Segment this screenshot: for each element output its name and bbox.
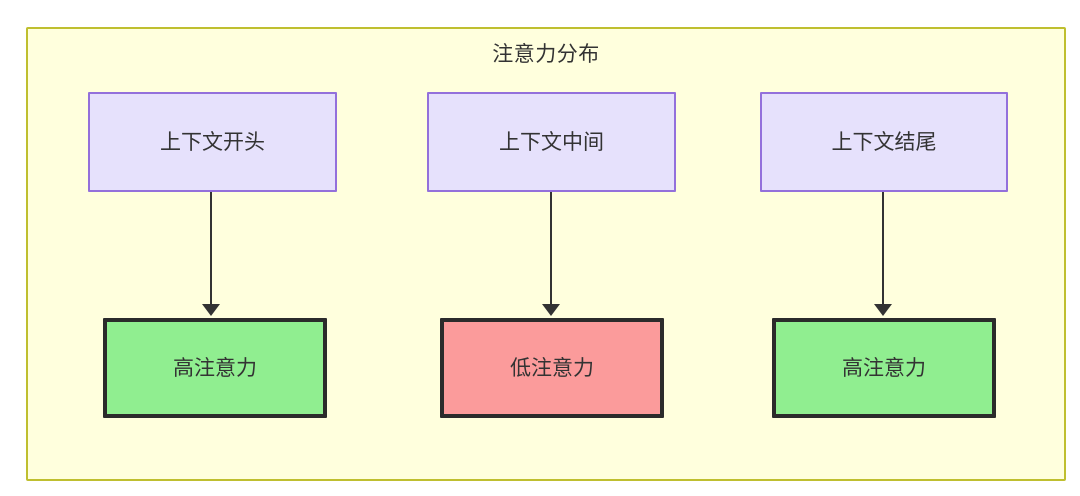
arrow-head-icon xyxy=(874,304,892,316)
node-context-end-label: 上下文结尾 xyxy=(831,129,937,154)
node-low-attention-middle-label: 低注意力 xyxy=(510,355,594,380)
edge-line xyxy=(882,192,884,306)
node-context-end[interactable]: 上下文结尾 xyxy=(760,92,1008,192)
node-low-attention-middle[interactable]: 低注意力 xyxy=(440,318,664,418)
diagram-title: 注意力分布 xyxy=(492,42,600,66)
edge-line xyxy=(210,192,212,306)
node-context-start[interactable]: 上下文开头 xyxy=(88,92,337,192)
edge-line xyxy=(550,192,552,306)
node-high-attention-end[interactable]: 高注意力 xyxy=(772,318,996,418)
node-high-attention-end-label: 高注意力 xyxy=(842,355,926,380)
arrow-head-icon xyxy=(202,304,220,316)
node-context-middle[interactable]: 上下文中间 xyxy=(427,92,676,192)
node-high-attention-start-label: 高注意力 xyxy=(173,355,257,380)
node-context-middle-label: 上下文中间 xyxy=(499,129,604,154)
node-context-start-label: 上下文开头 xyxy=(160,129,265,154)
arrow-head-icon xyxy=(542,304,560,316)
node-high-attention-start[interactable]: 高注意力 xyxy=(103,318,327,418)
